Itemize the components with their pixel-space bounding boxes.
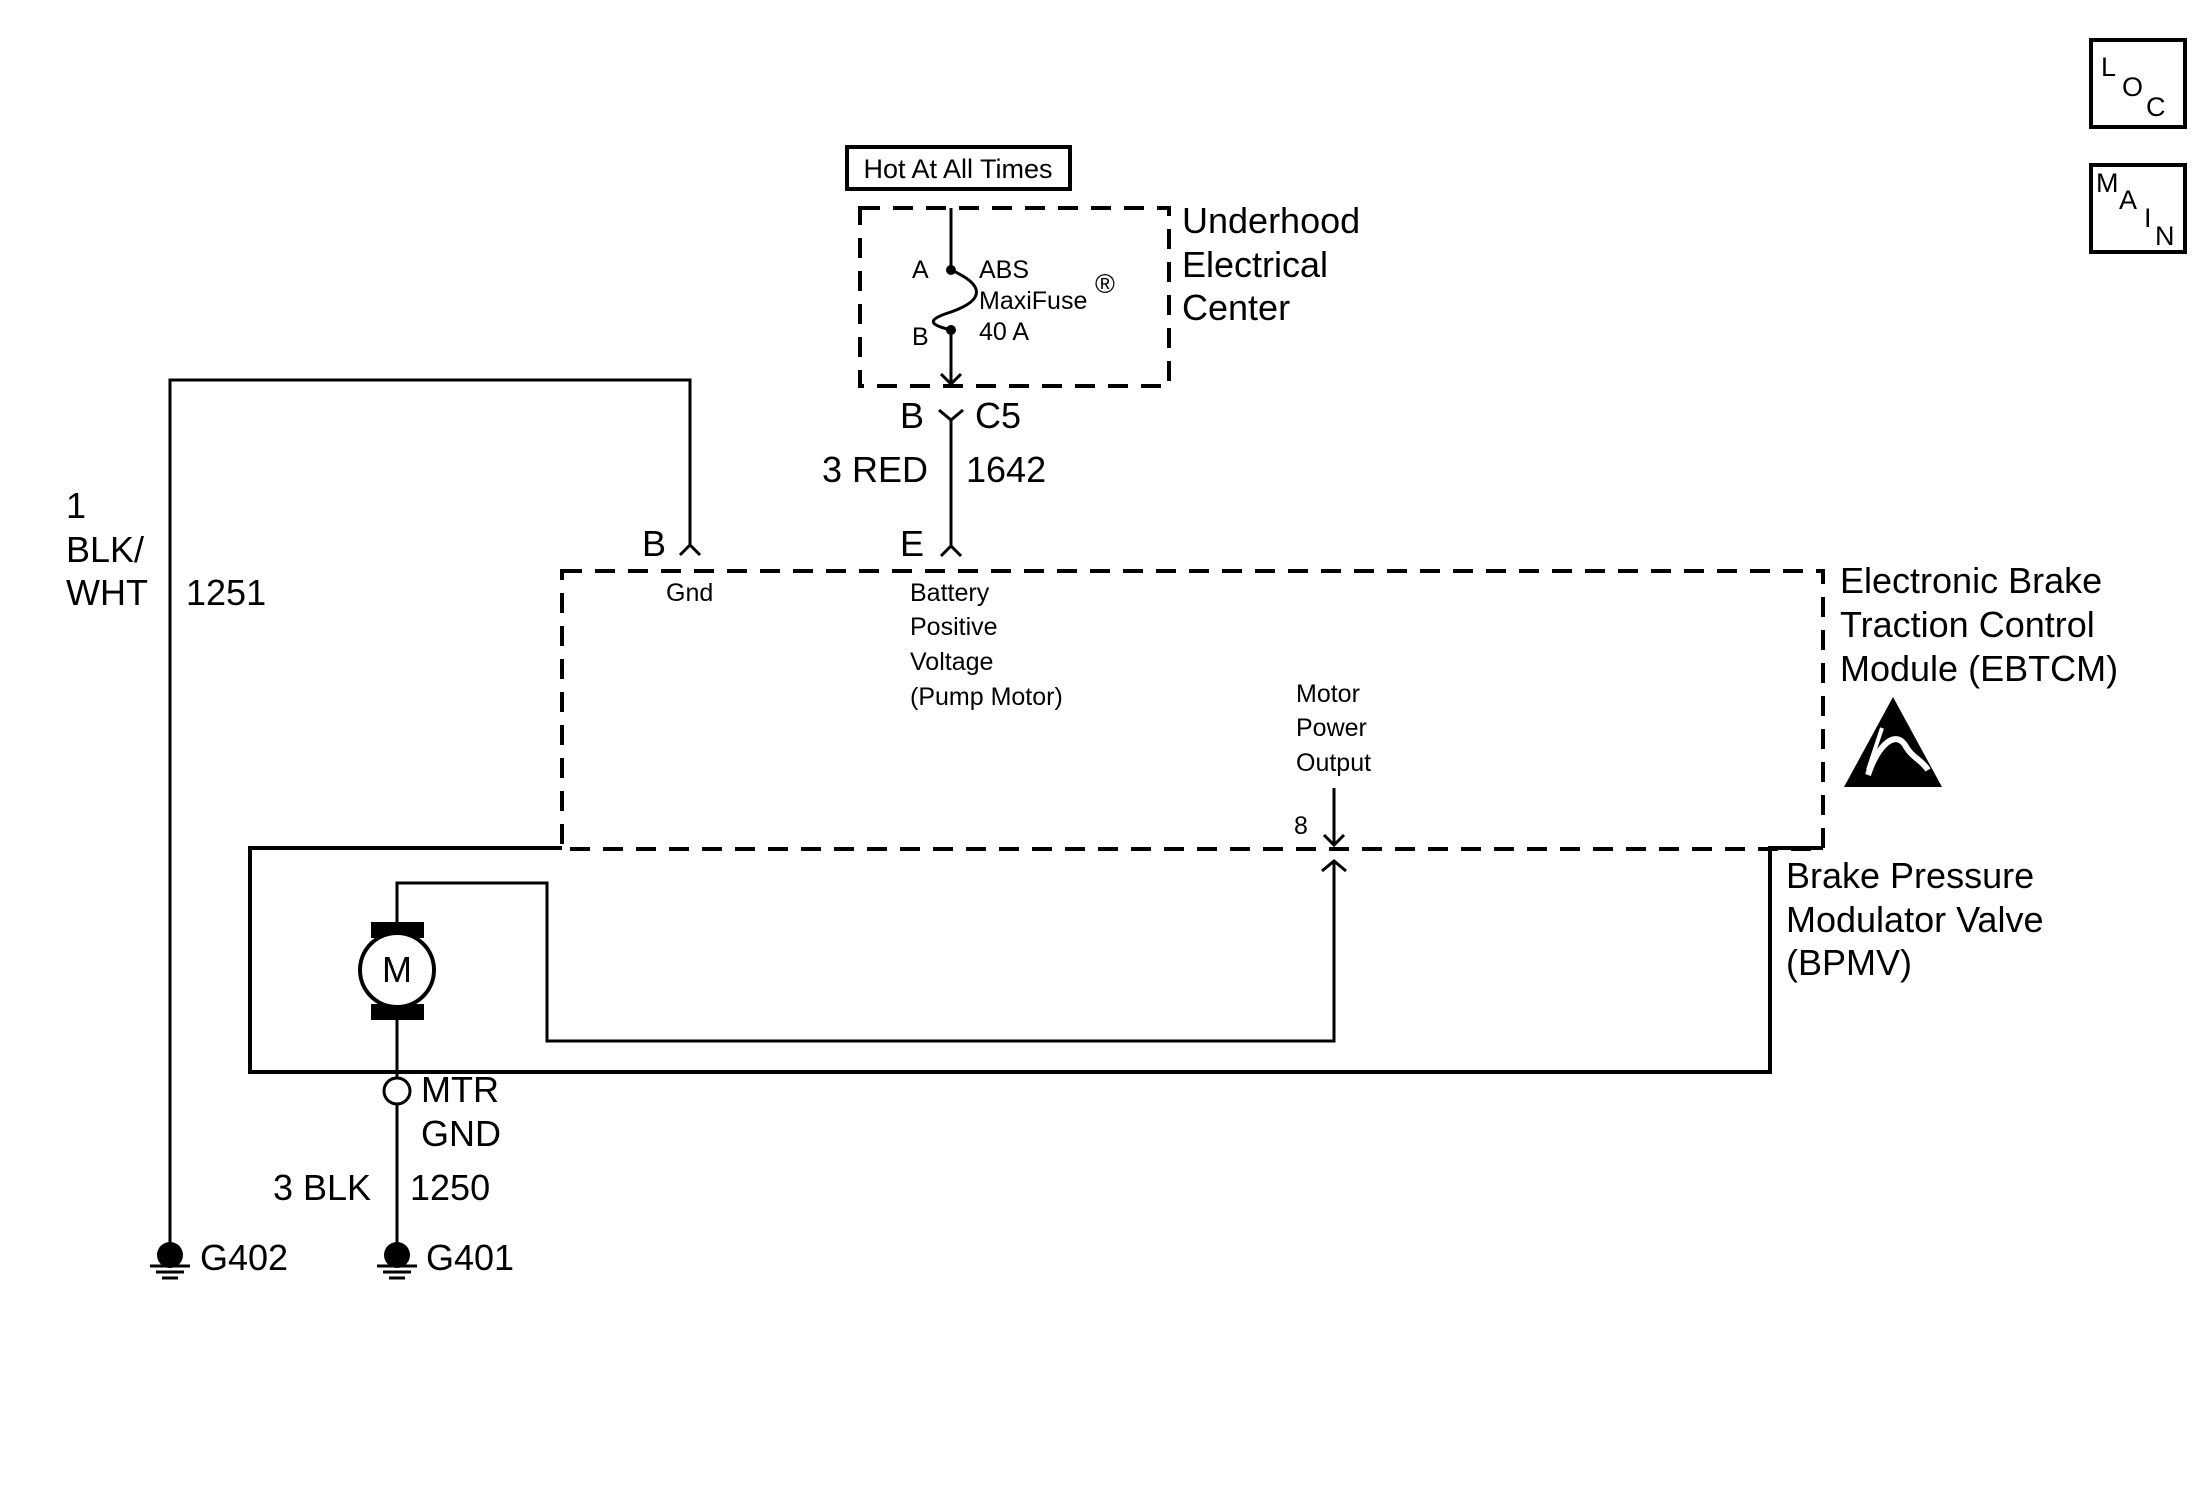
wire-1251-number: 1251 bbox=[186, 572, 266, 613]
ebtcm-label-line2: Traction Control bbox=[1840, 604, 2095, 645]
ebtcm-box bbox=[560, 569, 1825, 851]
loc-button[interactable]: L O C bbox=[2089, 38, 2187, 129]
wire-1251-label: 1 BLK/ WHT 1251 bbox=[66, 485, 266, 613]
ground-g401-label: G401 bbox=[426, 1237, 514, 1278]
mtr-gnd-label: MTR GND bbox=[421, 1069, 501, 1154]
underhood-label-line3: Center bbox=[1182, 287, 1290, 328]
ebtcm-label-line1: Electronic Brake bbox=[1840, 560, 2102, 601]
fuse-rating: 40 A bbox=[979, 318, 1029, 346]
fuse-icon bbox=[931, 208, 978, 387]
main-letter-a: A bbox=[2119, 185, 2137, 215]
ebtcm-label: Electronic Brake Traction Control Module… bbox=[1840, 560, 2118, 689]
ground-g402-label: G402 bbox=[200, 1237, 288, 1278]
fuse-name-line2: MaxiFuse bbox=[979, 287, 1087, 315]
mtr-gnd-line2: GND bbox=[421, 1113, 501, 1154]
fuse-pin-a-label: A bbox=[912, 256, 929, 284]
fuse-pin-b-label: B bbox=[912, 323, 929, 351]
pin-e-label: E bbox=[900, 523, 924, 564]
main-button[interactable]: M A I N bbox=[2089, 163, 2187, 254]
fuse-name-line1: ABS bbox=[979, 256, 1029, 284]
loc-letter-c: C bbox=[2146, 92, 2166, 122]
underhood-electrical-center-label: Underhood Electrical Center bbox=[1182, 200, 1360, 328]
mtr-gnd-terminal bbox=[382, 1076, 412, 1106]
pin-b-name: Gnd bbox=[666, 579, 713, 607]
underhood-electrical-center-box bbox=[858, 206, 1171, 388]
motor-symbol-label: M bbox=[382, 949, 412, 990]
ground-icon bbox=[150, 1242, 190, 1280]
ground-icon bbox=[377, 1242, 417, 1280]
underhood-label-line2: Electrical bbox=[1182, 244, 1328, 285]
motor-out-line3: Output bbox=[1296, 749, 1371, 777]
wire-3-red-label: 3 RED bbox=[822, 449, 928, 490]
motor-power-output-label: Motor Power Output bbox=[1296, 680, 1371, 777]
fuse-registered-mark: ® bbox=[1095, 269, 1115, 299]
underhood-label-line1: Underhood bbox=[1182, 200, 1360, 241]
pin-e-description: Battery Positive Voltage (Pump Motor) bbox=[910, 579, 1063, 711]
wire-left-line2: BLK/ bbox=[66, 529, 144, 570]
pin-b-label: B bbox=[642, 523, 666, 564]
connector-c5-symbol bbox=[938, 408, 964, 558]
bpmv-label: Brake Pressure Modulator Valve (BPMV) bbox=[1786, 855, 2043, 983]
motor-out-line2: Power bbox=[1296, 714, 1367, 742]
loc-letter-o: O bbox=[2122, 72, 2143, 102]
ebtcm-label-line3: Module (EBTCM) bbox=[1840, 648, 2118, 689]
wire-1250-label: 1250 bbox=[410, 1167, 490, 1208]
connector-c5-label: C5 bbox=[975, 395, 1021, 436]
pin-e-desc-line2: Positive bbox=[910, 613, 998, 641]
pin-e-desc-line3: Voltage bbox=[910, 648, 993, 676]
pin-e-desc-line1: Battery bbox=[910, 579, 990, 607]
pin-8-connector bbox=[1321, 788, 1347, 873]
motor-power-wire bbox=[395, 861, 1336, 1043]
main-letter-i: I bbox=[2144, 203, 2152, 233]
pin-e-desc-line4: (Pump Motor) bbox=[910, 683, 1063, 711]
wire-1642-label: 1642 bbox=[966, 449, 1046, 490]
mtr-gnd-line1: MTR bbox=[421, 1069, 499, 1110]
pin-8-label: 8 bbox=[1294, 812, 1308, 840]
hot-at-all-times-label: Hot At All Times bbox=[845, 145, 1072, 191]
connector-b-label: B bbox=[900, 395, 924, 436]
wire-1251-path bbox=[168, 378, 702, 1245]
wire-left-line1: 1 bbox=[66, 485, 86, 526]
loc-letter-l: L bbox=[2101, 52, 2116, 82]
bpmv-label-line1: Brake Pressure bbox=[1786, 855, 2034, 896]
wire-left-line3: WHT bbox=[66, 572, 148, 613]
bpmv-label-line3: (BPMV) bbox=[1786, 942, 1912, 983]
main-letter-m: M bbox=[2096, 168, 2119, 198]
bpmv-label-line2: Modulator Valve bbox=[1786, 899, 2043, 940]
bpmv-box bbox=[248, 846, 1823, 1074]
wire-3-blk-label: 3 BLK bbox=[273, 1167, 371, 1208]
hot-at-all-times-text: Hot At All Times bbox=[863, 154, 1052, 184]
esd-sensitive-warning-icon bbox=[1844, 697, 1942, 787]
motor-out-line1: Motor bbox=[1296, 680, 1360, 708]
motor-icon bbox=[358, 922, 436, 1020]
main-letter-n: N bbox=[2155, 221, 2175, 251]
